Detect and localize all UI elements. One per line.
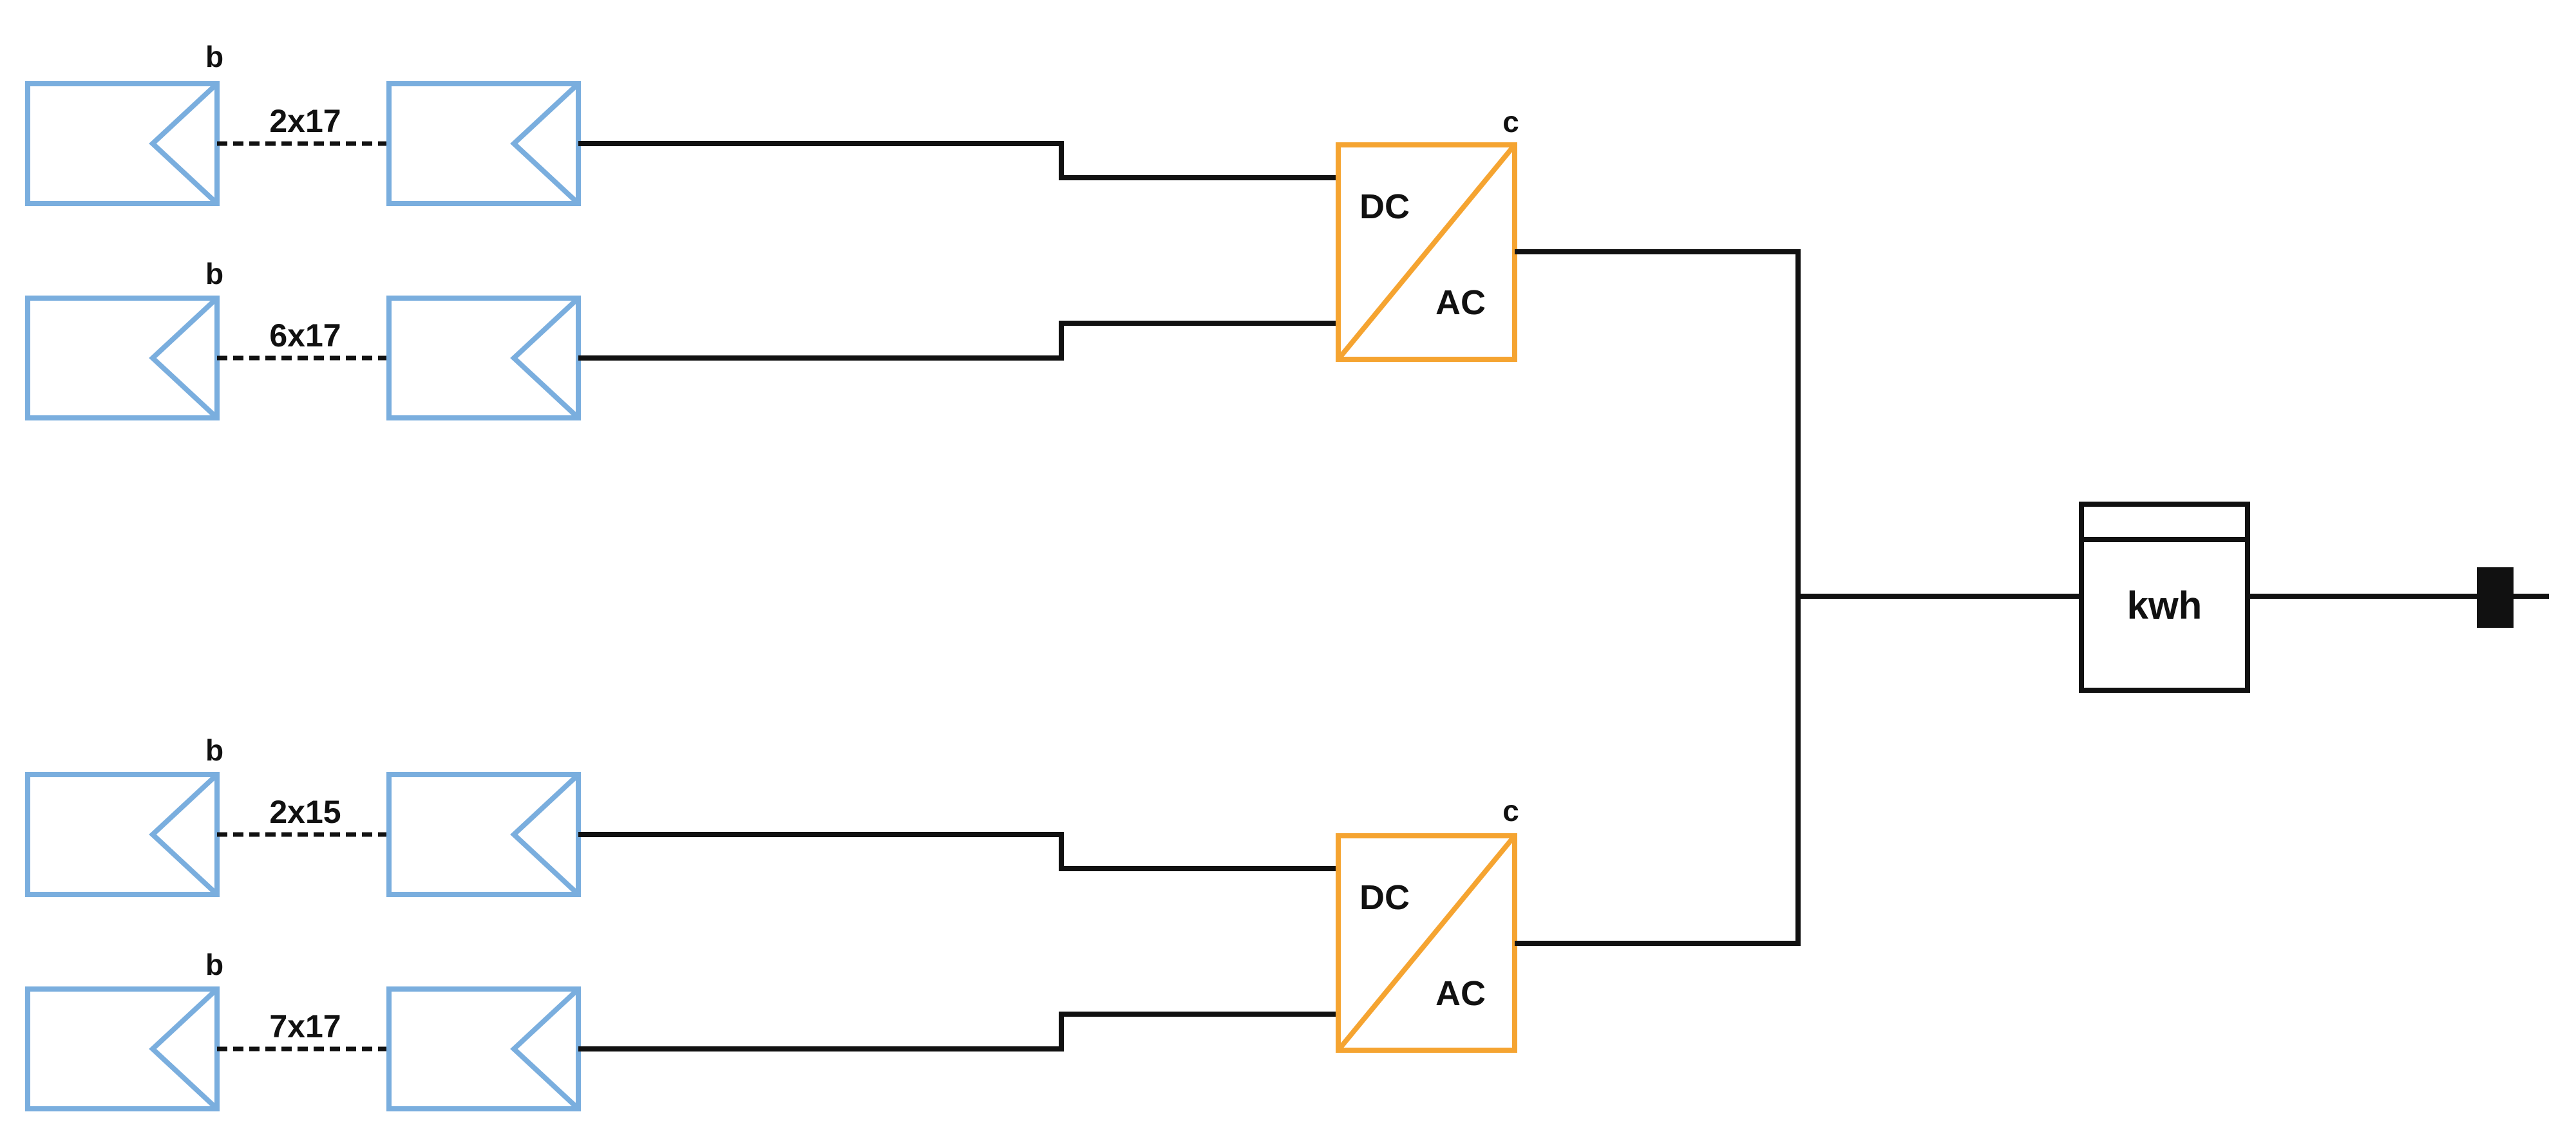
pv-module-icon [386,772,581,897]
pv-module-icon [25,81,220,206]
string-tag: b [205,40,223,73]
inverter-dc-label: DC [1359,187,1410,226]
string-tag: b [205,733,223,767]
string-tag: b [205,948,223,981]
pv-module-icon [386,986,581,1111]
pv-module-icon [386,81,581,206]
string-config-label: 7x17 [269,1008,341,1044]
ac-wiring [1515,249,2549,946]
meter-icon [2079,502,2250,693]
dc-wire-string-3 [578,832,1338,871]
inverter-2: DC AC c [1336,794,1519,1053]
dc-wire-string-2 [578,321,1338,361]
pv-string-3: b 2x15 [25,733,581,897]
inverter-tag: c [1502,105,1519,138]
string-tag: b [205,257,223,290]
inverter-icon [1336,833,1517,1053]
dc-wire-string-4 [578,1012,1338,1051]
kwh-meter: kwh [2079,502,2250,693]
pv-module-icon [25,986,220,1111]
pv-string-1: b 2x17 [25,40,581,206]
pv-module-icon [386,296,581,420]
dc-wiring [578,141,1338,1051]
inverter-dc-label: DC [1359,878,1410,917]
inverter-tag: c [1502,794,1519,827]
pv-module-icon [25,296,220,420]
inverter-icon [1336,142,1517,362]
meter-label: kwh [2127,584,2202,627]
dc-wire-string-1 [578,141,1338,180]
string-config-label: 2x15 [269,794,341,830]
inverter-1: DC AC c [1336,105,1519,362]
inverter-ac-label: AC [1435,283,1486,322]
ac-wire-inverter-1 [1515,249,1801,946]
grid-terminal-icon [2477,567,2514,628]
pv-string-4: b 7x17 [25,948,581,1111]
inverter-ac-label: AC [1435,974,1486,1013]
pv-module-icon [25,772,220,897]
pv-string-2: b 6x17 [25,257,581,420]
string-config-label: 2x17 [269,103,341,139]
string-config-label: 6x17 [269,317,341,354]
